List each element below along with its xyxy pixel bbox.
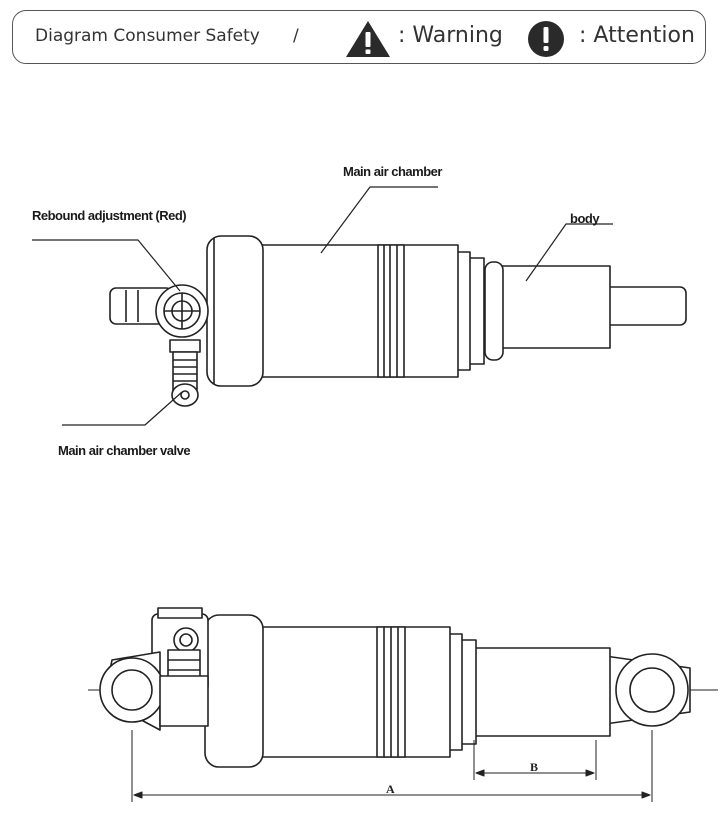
legend-title: Diagram Consumer Safety — [35, 26, 260, 46]
legend-attention-label: : Attention — [579, 23, 695, 48]
label-rebound-adjustment: Rebound adjustment (Red) — [32, 208, 186, 223]
dimension-b-label: B — [530, 760, 538, 774]
shock-top-view — [109, 235, 687, 407]
legend-box: Diagram Consumer Safety / : Warning : At… — [12, 10, 706, 64]
attention-circle-icon — [528, 21, 564, 57]
dimension-a — [131, 730, 653, 802]
warning-triangle-icon — [346, 21, 390, 57]
legend-separator: / — [293, 26, 299, 46]
label-body: body — [570, 211, 600, 226]
dimension-b — [473, 740, 597, 780]
label-main-air-chamber: Main air chamber — [343, 164, 442, 179]
shock-side-view — [88, 607, 718, 768]
label-main-air-chamber-valve: Main air chamber valve — [58, 443, 190, 458]
legend-warning-label: : Warning — [398, 23, 503, 48]
dimension-a-label: A — [386, 782, 395, 796]
